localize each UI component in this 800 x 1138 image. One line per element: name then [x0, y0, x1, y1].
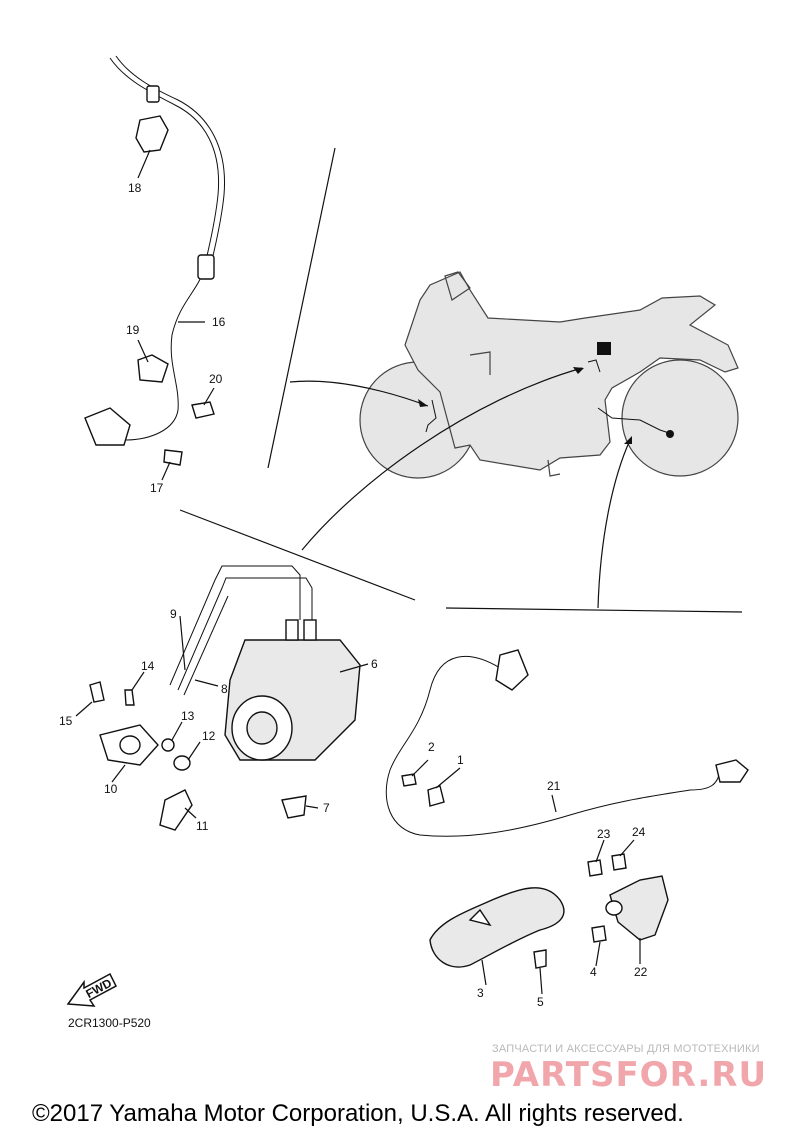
part-label-14: 14	[141, 659, 155, 673]
part-label-8: 8	[221, 682, 228, 696]
part-label-12: 12	[202, 729, 216, 743]
screw-5	[533, 949, 547, 969]
part-label-22: 22	[634, 965, 648, 979]
clamp-18	[135, 115, 169, 153]
bolt-4	[591, 925, 607, 943]
damper-7	[281, 795, 307, 819]
part-label-1: 1	[457, 753, 464, 767]
bracket-19	[137, 354, 169, 383]
callout-leaders	[179, 147, 743, 613]
part-label-15: 15	[59, 714, 73, 728]
bolt-17	[163, 449, 183, 466]
hydraulic-unit-group	[75, 565, 369, 831]
motorcycle-locator-illustration	[359, 271, 739, 479]
grommet-upper	[146, 85, 160, 103]
part-label-24: 24	[632, 825, 646, 839]
wheel-sensor-rear-21	[715, 759, 749, 783]
diagram-code: 2CR1300-P520	[68, 1016, 151, 1030]
part-label-4: 4	[590, 965, 597, 979]
part-labels: 1 2 3 4 5 6 7 8 9 10 11 12 13 14 15 16 1…	[59, 181, 648, 1009]
fwd-arrow-icon: FWD	[66, 972, 117, 1007]
bracket-22	[609, 875, 669, 941]
part-label-11: 11	[196, 819, 209, 833]
wheel-sensor-front	[84, 407, 131, 446]
bolt-20	[191, 401, 215, 419]
part-label-5: 5	[537, 995, 544, 1009]
part-label-3: 3	[477, 986, 484, 1000]
rear-sensor-group	[385, 649, 749, 995]
part-label-9: 9	[170, 607, 177, 621]
part-label-7: 7	[323, 801, 330, 815]
part-label-13: 13	[181, 709, 195, 723]
part-label-19: 19	[126, 323, 140, 337]
part-label-23: 23	[597, 827, 611, 841]
stay-11	[159, 789, 193, 831]
part-label-20: 20	[209, 372, 223, 386]
part-label-16: 16	[212, 315, 226, 329]
nut-13	[161, 738, 175, 752]
bolt-14	[124, 689, 135, 706]
bolt-23	[587, 859, 603, 877]
grommet-lower	[197, 254, 215, 280]
bolt-24	[611, 853, 627, 871]
bracket-3	[429, 887, 565, 968]
part-label-2: 2	[428, 740, 435, 754]
part-label-21: 21	[547, 779, 561, 793]
front-wheel-sensor-group	[84, 55, 226, 481]
nut-12	[173, 755, 191, 771]
clamp-1	[427, 785, 445, 807]
part-label-6: 6	[371, 657, 378, 671]
connector	[495, 649, 529, 691]
part-label-17: 17	[150, 481, 164, 495]
part-label-18: 18	[128, 181, 142, 195]
part-label-10: 10	[104, 782, 118, 796]
watermark-subtitle: ЗАПЧАСТИ И АКСЕССУАРЫ ДЛЯ МОТОТЕХНИКИ	[492, 1043, 760, 1055]
bolt-15	[89, 681, 105, 703]
bolt-2	[401, 773, 417, 787]
copyright-notice: ©2017 Yamaha Motor Corporation, U.S.A. A…	[32, 1100, 684, 1127]
watermark-logo: PARTSFOR.RU	[490, 1055, 768, 1095]
